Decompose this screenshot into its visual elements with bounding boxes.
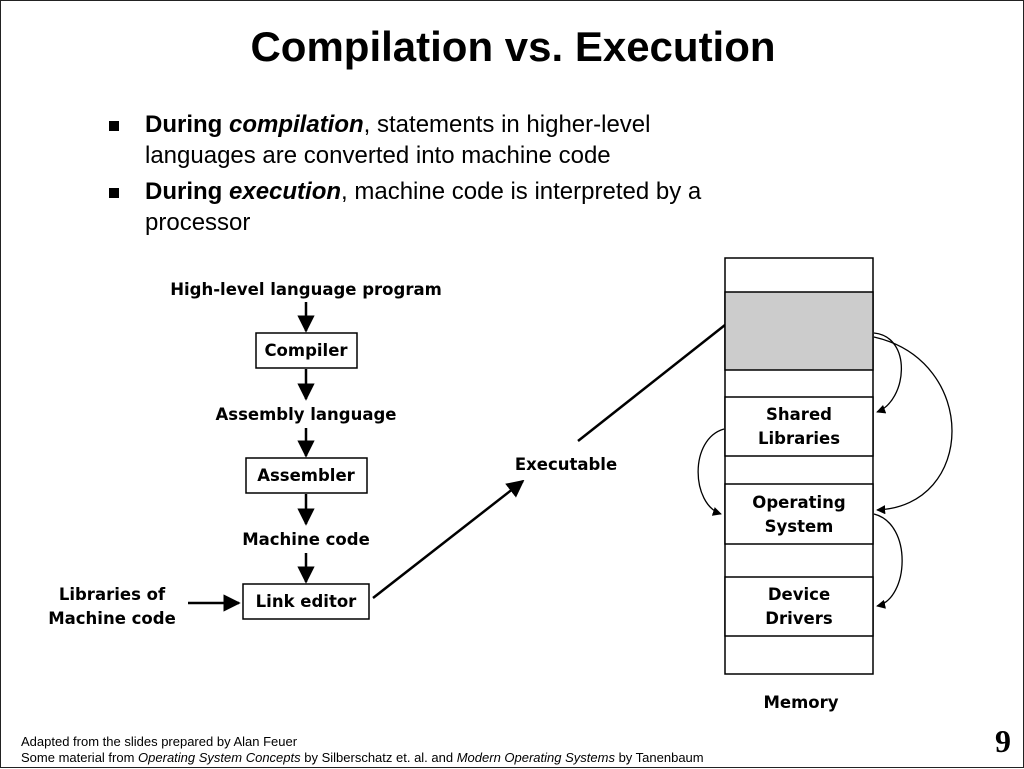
compiler-box xyxy=(255,332,358,369)
memory-label: Memory xyxy=(763,693,838,712)
bullet-lead: During xyxy=(145,111,229,138)
bullet-term: execution xyxy=(229,178,342,205)
arrow-to-executable xyxy=(372,479,525,599)
line-executable-to-memory xyxy=(577,324,726,442)
footer-text: by Tanenbaum xyxy=(614,750,704,765)
bullet-text: During compilation, statements in higher… xyxy=(145,109,835,171)
high-level-program-label: High-level language program xyxy=(170,280,442,299)
footer-text: Some material from xyxy=(21,750,139,765)
bullet-square-icon xyxy=(109,188,119,198)
bullet-text: During execution, machine code is interp… xyxy=(145,176,835,238)
operating-system-label-line1: Operating xyxy=(752,493,845,512)
footer-credit-line2: Some material from Operating System Conc… xyxy=(21,750,704,765)
bullet-rest: , statements in higher-level xyxy=(363,111,651,138)
operating-system-label-line2: System xyxy=(765,517,834,536)
page-number: 9 xyxy=(995,723,1011,759)
operating-system-region xyxy=(724,483,874,545)
bullet-rest-line2: processor xyxy=(145,209,251,236)
link-editor-label: Link editor xyxy=(256,592,358,611)
arrow-shared-to-operating-system xyxy=(697,428,725,516)
footer-book-title: Modern Operating Systems xyxy=(456,750,615,765)
executable-label: Executable xyxy=(515,455,617,474)
bullet-rest: , machine code is interpreted by a xyxy=(341,178,702,205)
bullet-rest-line2: languages are converted into machine cod… xyxy=(145,142,611,169)
bullet-term: compilation xyxy=(229,111,364,138)
shared-libraries-label-line2: Libraries xyxy=(758,429,840,448)
libraries-label-line1: Libraries of xyxy=(59,585,166,604)
device-drivers-label-line1: Device xyxy=(768,585,830,604)
assembly-language-label: Assembly language xyxy=(216,405,397,424)
arrow-os-to-device-drivers xyxy=(873,513,903,609)
libraries-label-line2: Machine code xyxy=(48,609,176,628)
compiler-label: Compiler xyxy=(264,341,348,360)
arrow-exec-to-operating-system xyxy=(873,336,953,515)
shared-libraries-label-line1: Shared xyxy=(766,405,832,424)
footer-book-title: Operating System Concepts xyxy=(138,750,301,765)
device-drivers-region xyxy=(724,576,874,637)
memory-executable-region xyxy=(724,291,874,371)
link-editor-box xyxy=(242,583,370,620)
bullet-square-icon xyxy=(109,121,119,131)
slide-title: Compilation vs. Execution xyxy=(250,23,776,70)
bullet-lead: During xyxy=(145,178,229,205)
machine-code-label: Machine code xyxy=(242,530,370,549)
assembler-label: Assembler xyxy=(257,466,355,485)
arrow-exec-to-shared-libraries xyxy=(873,332,903,414)
footer-credit-line1: Adapted from the slides prepared by Alan… xyxy=(21,734,298,749)
shared-libraries-region xyxy=(724,396,874,457)
footer-text: by Silberschatz et. al. and xyxy=(300,750,457,765)
assembler-box xyxy=(245,457,368,494)
device-drivers-label-line2: Drivers xyxy=(765,609,833,628)
